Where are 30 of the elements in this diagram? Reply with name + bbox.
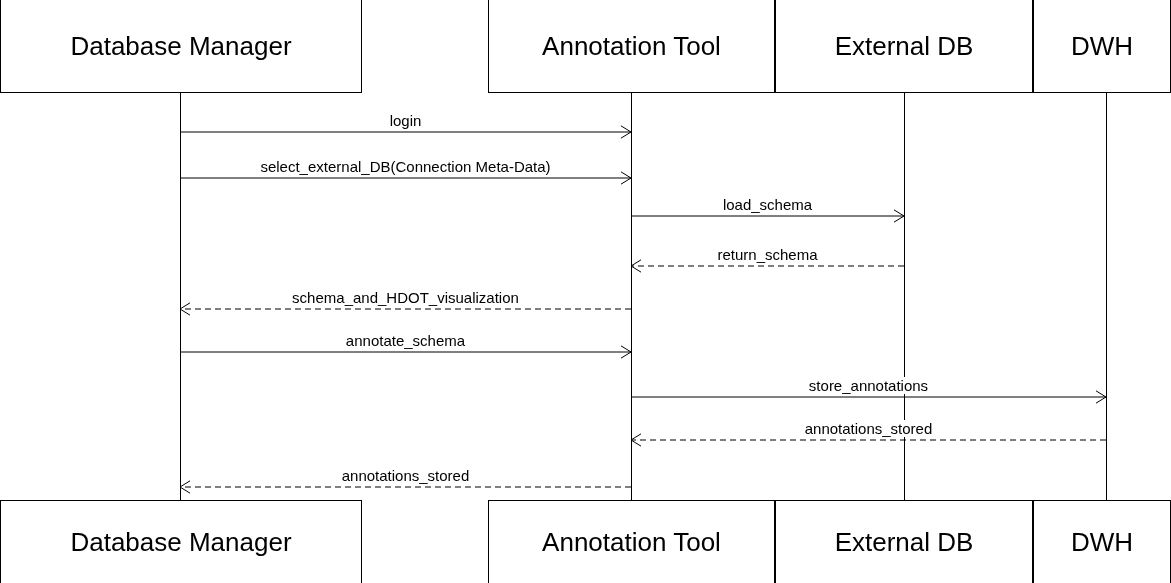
message-arrow bbox=[179, 123, 632, 141]
message-label: load_schema bbox=[721, 196, 814, 213]
message-arrow bbox=[630, 431, 1107, 449]
participant-box: External DB bbox=[775, 500, 1033, 583]
message-label: schema_and_HDOT_visualization bbox=[291, 289, 520, 306]
message-arrow bbox=[179, 169, 632, 187]
lifeline bbox=[903, 93, 905, 500]
message-label: return_schema bbox=[716, 246, 819, 263]
participant-box: Annotation Tool bbox=[488, 0, 775, 93]
message-arrow bbox=[179, 478, 632, 496]
message-label: annotate_schema bbox=[344, 332, 467, 349]
participant-box: Database Manager bbox=[0, 0, 362, 93]
message-arrow bbox=[630, 388, 1107, 406]
participant-box: Annotation Tool bbox=[488, 500, 775, 583]
message-arrow bbox=[179, 343, 632, 361]
participant-box: DWH bbox=[1033, 500, 1171, 583]
lifeline bbox=[1105, 93, 1107, 500]
lifeline bbox=[630, 93, 632, 500]
message-label: store_annotations bbox=[807, 377, 930, 394]
message-arrow bbox=[630, 257, 905, 275]
message-arrow bbox=[179, 300, 632, 318]
message-label: annotations_stored bbox=[340, 467, 471, 484]
participant-box: Database Manager bbox=[0, 500, 362, 583]
participant-box: External DB bbox=[775, 0, 1033, 93]
lifeline bbox=[179, 93, 181, 500]
message-label: select_external_DB(Connection Meta-Data) bbox=[259, 158, 552, 175]
message-label: login bbox=[388, 112, 423, 129]
message-label: annotations_stored bbox=[803, 420, 934, 437]
participant-box: DWH bbox=[1033, 0, 1171, 93]
message-arrow bbox=[630, 207, 905, 225]
